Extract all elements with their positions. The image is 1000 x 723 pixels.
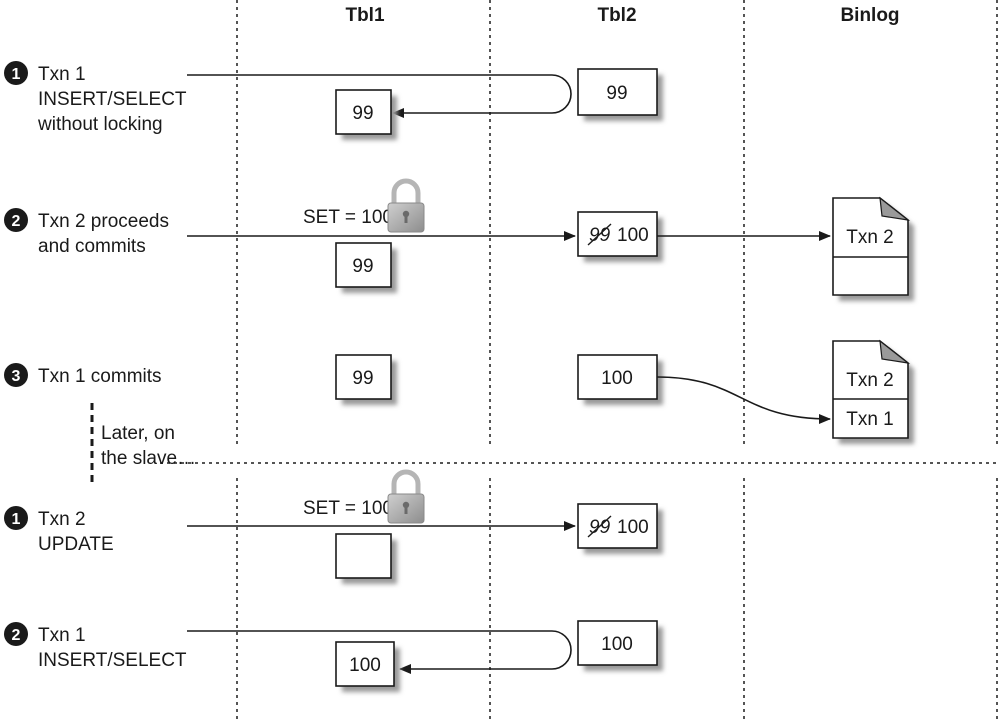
step-label-line-1: Txn 2 proceeds bbox=[38, 211, 169, 232]
read-loop-arrow bbox=[187, 630, 572, 674]
column-header-tbl1: Tbl1 bbox=[345, 5, 384, 26]
step-number-badge: 3 bbox=[4, 363, 28, 387]
tbl1-value-box: 100 bbox=[335, 641, 400, 692]
tbl2-value: 99 bbox=[606, 83, 627, 104]
step-3-master: 3 Txn 1 commits 99 100 Txn 2 Txn 1 bbox=[4, 339, 914, 444]
strikethrough-mark bbox=[587, 515, 612, 538]
tbl1-value: 99 bbox=[352, 256, 373, 277]
step-2-slave: 2 Txn 1 INSERT/SELECT 100 100 bbox=[4, 620, 663, 692]
read-loop-arrow bbox=[187, 74, 572, 118]
column-dividers bbox=[236, 0, 998, 723]
separator-line-1: Later, on bbox=[101, 423, 175, 444]
step-label-line-2: INSERT/SELECT bbox=[38, 650, 187, 671]
step-number-badge: 2 bbox=[4, 622, 28, 646]
step-label-line-1: Txn 1 commits bbox=[38, 366, 162, 387]
tbl1-value-box: 99 bbox=[335, 242, 397, 293]
step-number-badge: 1 bbox=[4, 61, 28, 85]
step-label-line-1: Txn 1 bbox=[38, 625, 86, 646]
column-header-tbl2: Tbl2 bbox=[597, 5, 636, 26]
separator-line-2: the slave… bbox=[101, 448, 196, 469]
tbl2-value-box: 99 100 bbox=[577, 211, 663, 262]
tbl1-value-box: 99 bbox=[335, 354, 397, 405]
tbl2-value-box: 100 bbox=[577, 620, 663, 671]
lock-icon bbox=[387, 469, 425, 524]
tbl1-value: 100 bbox=[349, 655, 381, 676]
set-label: SET = 100 bbox=[303, 207, 393, 228]
step-number-badge: 1 bbox=[4, 506, 28, 530]
step-label-line-2: and commits bbox=[38, 236, 146, 257]
tbl2-value-box: 99 100 bbox=[577, 503, 663, 554]
tbl1-value: 99 bbox=[352, 368, 373, 389]
step-label-line-1: Txn 1 bbox=[38, 64, 86, 85]
step-label-line-3: without locking bbox=[37, 114, 163, 135]
binlog-entry: Txn 2 bbox=[846, 227, 894, 248]
binlog-entry-2: Txn 1 bbox=[846, 409, 894, 430]
tbl2-new-value: 100 bbox=[617, 225, 649, 246]
binlog-entry-1: Txn 2 bbox=[846, 370, 894, 391]
step-number: 3 bbox=[12, 368, 21, 385]
step-label-line-1: Txn 2 bbox=[38, 509, 86, 530]
step-number: 2 bbox=[12, 627, 21, 644]
tbl2-value-box: 100 bbox=[577, 354, 663, 405]
commit-curve-arrow bbox=[656, 376, 831, 424]
step-2-master: 2 Txn 2 proceeds and commits SET = 100 9… bbox=[4, 178, 914, 301]
step-1-master: 1 Txn 1 INSERT/SELECT without locking 99… bbox=[4, 61, 663, 140]
document-icon: Txn 2 Txn 1 bbox=[832, 339, 914, 444]
step-1-slave: 1 Txn 2 UPDATE SET = 100 99 100 bbox=[4, 469, 663, 584]
tbl1-value: 99 bbox=[352, 103, 373, 124]
tbl2-value: 100 bbox=[601, 634, 633, 655]
step-number: 1 bbox=[12, 66, 21, 83]
tbl1-value-box bbox=[335, 533, 397, 584]
tbl2-new-value: 100 bbox=[617, 517, 649, 538]
tbl1-value-box: 99 bbox=[335, 89, 397, 140]
step-label-line-2: INSERT/SELECT bbox=[38, 89, 187, 110]
set-label: SET = 100 bbox=[303, 498, 393, 519]
step-number-badge: 2 bbox=[4, 208, 28, 232]
lock-icon bbox=[387, 178, 425, 233]
column-header-binlog: Binlog bbox=[840, 5, 899, 26]
step-number: 1 bbox=[12, 511, 21, 528]
step-number: 2 bbox=[12, 213, 21, 230]
tbl2-value: 100 bbox=[601, 368, 633, 389]
tbl2-value-box: 99 bbox=[577, 68, 663, 121]
strikethrough-mark bbox=[587, 223, 612, 246]
document-icon: Txn 2 bbox=[832, 196, 914, 301]
step-label-line-2: UPDATE bbox=[38, 534, 114, 555]
